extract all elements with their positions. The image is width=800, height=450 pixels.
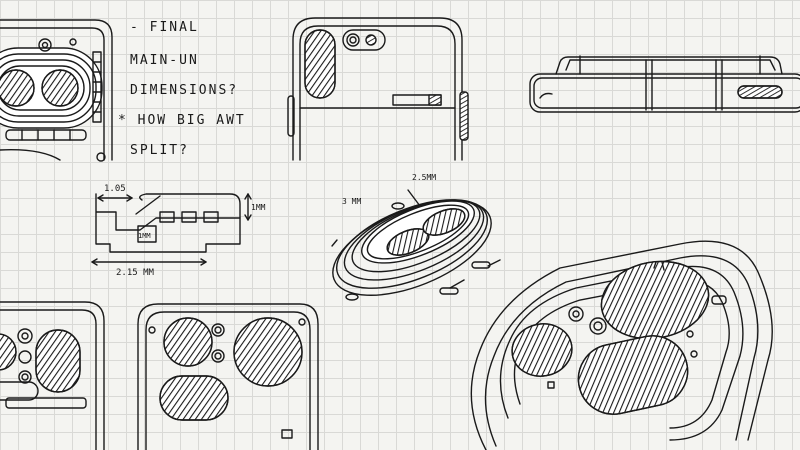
note-final: - FINAL xyxy=(130,20,199,35)
isometric-camera-bump-sketch xyxy=(331,189,501,301)
dim-height-right: 1MM xyxy=(251,203,266,212)
bottom-right-phone-sketch xyxy=(470,240,773,450)
dim-iso-top: 2.5MM xyxy=(412,173,436,182)
note-how-big: * HOW BIG AWT xyxy=(118,113,246,128)
note-dimensions: DIMENSIONS? xyxy=(130,83,239,98)
dim-iso-left: 3 MM xyxy=(342,197,361,206)
note-split: SPLIT? xyxy=(130,143,189,158)
phone-back-sketch xyxy=(287,17,469,161)
cross-section-dimension-sketch xyxy=(91,193,252,266)
dim-width-bottom: 2.15 MM xyxy=(116,268,155,278)
dim-inner: 1MM xyxy=(138,232,151,240)
dim-width-top: 1.05 xyxy=(104,184,126,194)
camera-module-closeup-sketch xyxy=(0,19,113,162)
note-main-un: MAIN-UN xyxy=(130,53,199,68)
phone-side-view-sketch xyxy=(529,55,800,113)
bottom-left-camera-sketch xyxy=(0,301,105,450)
bottom-center-camera-sketch xyxy=(137,303,319,450)
